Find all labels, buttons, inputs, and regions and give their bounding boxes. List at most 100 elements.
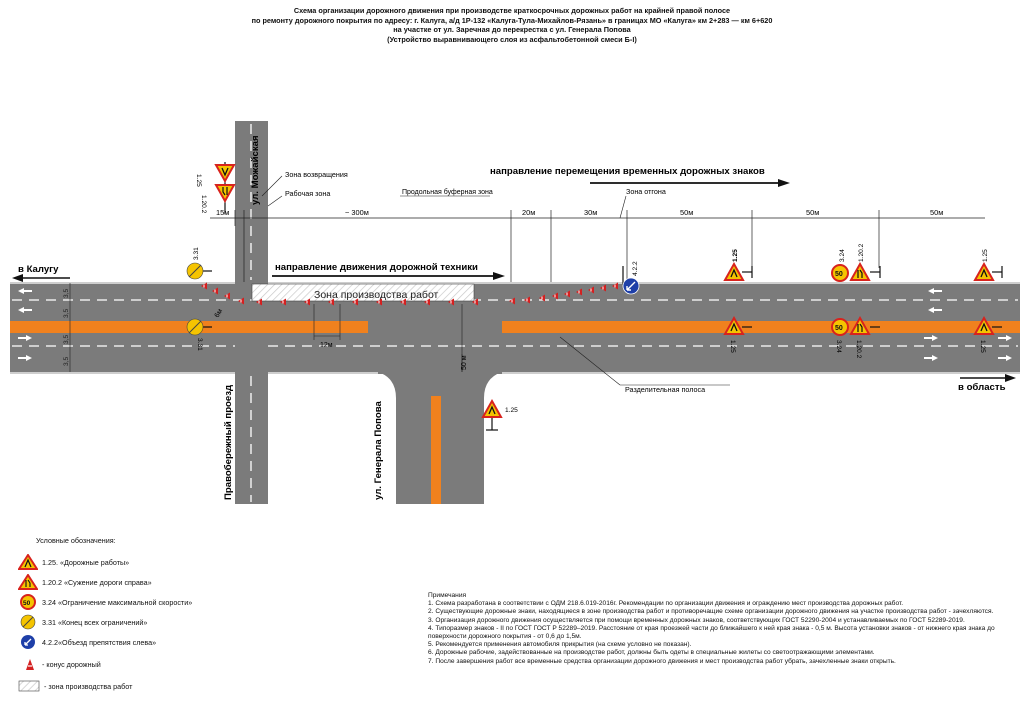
zone-buffer-label: Продольная буферная зона [402, 188, 493, 196]
traffic-cone-icon [539, 294, 545, 302]
sign-3-24-label: 3.24 [839, 249, 846, 262]
road-works-sign-icon [973, 315, 995, 335]
zone-deflect-label: Зона отгона [626, 187, 666, 196]
scheme-title: Схема организации дорожного движения при… [0, 6, 1024, 44]
dim-300m: ~ 300м [345, 208, 369, 217]
dim-50m-2: 50м [806, 208, 819, 217]
arrow-right-icon [778, 179, 790, 187]
svg-text:50: 50 [23, 600, 31, 607]
legend-label: 1.25. «Дорожные работы» [42, 557, 130, 567]
traffic-cone-icon [524, 296, 530, 304]
notes-header: Примечания [428, 592, 467, 599]
speed-limit-sign-icon: 50 [20, 594, 36, 610]
median-sign-group-2: 50 3.24 1.20.2 [831, 315, 880, 359]
traffic-cone-icon [400, 298, 406, 306]
dimension-line [210, 210, 985, 282]
sign-1-20-2-label: 1.20.2 [858, 243, 865, 262]
sign-4-2-2-label: 4.2.2 [632, 261, 639, 276]
sign-3-31-label: 3.31 [193, 247, 200, 260]
road-network [10, 121, 1020, 504]
legend-label: 4.2.2«Объезд препятствия слева» [42, 637, 157, 647]
mozhayskaya-sign-post: 1.25 1.20.2 [195, 162, 236, 214]
upper-sign-group-1: 1.25 [723, 249, 753, 281]
arrow-left-icon [928, 307, 942, 313]
road-works-sign-icon [723, 261, 745, 281]
arrow-right-icon [998, 335, 1012, 341]
mozhayskaya-street-name: ул. Можайская [250, 135, 261, 205]
end-restrictions-sign-icon [186, 262, 204, 280]
arrow-left-icon [18, 288, 32, 294]
legend-item: - конус дорожный [18, 656, 101, 672]
lane-arrows [18, 288, 1012, 361]
dim-50m-3: 50м [930, 208, 943, 217]
traffic-cone-icon [212, 287, 218, 295]
signs-direction-label: направление перемещения временных дорожн… [490, 166, 765, 177]
speed-limit-sign-icon: 50 [831, 318, 849, 336]
legend-item: 4.2.2«Объезд препятствия слева» [18, 634, 156, 650]
sign-3-31-label: 3.31 [196, 338, 203, 351]
arrow-left-icon [928, 288, 942, 294]
road-works-sign-icon [214, 164, 236, 184]
work-zone-area [251, 283, 475, 302]
median-sign-group-1: 1.25 [723, 315, 752, 353]
arrow-right-icon [493, 272, 505, 280]
pass-left-sign: 4.2.2 [622, 261, 640, 295]
upper-sign-group-3: 1.25 [973, 249, 1003, 281]
traffic-cone-icon [576, 288, 582, 296]
road-narrows-right-sign-icon [849, 315, 871, 335]
road-narrows-right-sign-icon [18, 574, 38, 590]
sign-1-25-label: 1.25 [505, 407, 518, 414]
median-label: Разделительная полоса [625, 385, 705, 394]
pass-left-sign-icon [622, 277, 640, 295]
traffic-cone-icon [304, 298, 310, 306]
traffic-cone-icon [376, 298, 382, 306]
dim-50m-1: 50м [680, 208, 693, 217]
arrow-right-icon [1005, 374, 1016, 382]
road-works-sign-icon [481, 398, 503, 418]
traffic-cone-icon [612, 282, 618, 290]
legend-header: Условные обозначения: [36, 536, 116, 545]
cone-line [201, 282, 618, 306]
end-restrictions-sign-median: 3.31 [186, 318, 212, 351]
road-works-sign-icon [18, 554, 38, 570]
note-item: 5. Рекомендуется применения автомобиля п… [428, 641, 692, 649]
arrow-right-icon [18, 335, 32, 341]
arrow-right-icon [924, 355, 938, 361]
traffic-cone-icon [424, 298, 430, 306]
traffic-cone-icon [472, 298, 478, 306]
traffic-cone-icon [256, 298, 262, 306]
dim-30m: 30м [584, 208, 597, 217]
legend-item: 50 3.24 «Ограничение максимальной скорос… [18, 594, 192, 610]
title-line-2: по ремонту дорожного покрытия по адресу:… [251, 15, 773, 25]
sign-1-20-2-label: 1.20.2 [855, 340, 862, 359]
legend-item: - зона производства работ [18, 678, 132, 694]
legend-label: 3.24 «Ограничение максимальной скорости» [42, 597, 193, 607]
sign-1-25-label: 1.25 [979, 340, 986, 353]
traffic-cone-icon [280, 298, 286, 306]
traffic-cone-icon [238, 297, 244, 305]
speed-limit-sign-icon: 50 [831, 264, 849, 282]
road-works-sign-icon [973, 261, 995, 281]
road-narrows-right-sign-icon [214, 184, 236, 204]
road-works-sign-icon [723, 315, 745, 335]
traffic-cone-icon [588, 286, 594, 294]
dim-12m: 12м [320, 342, 333, 349]
traffic-cone-icon [552, 292, 558, 300]
arrow-right-icon [18, 355, 32, 361]
arrow-right-icon [998, 355, 1012, 361]
median-strip-right [502, 321, 1020, 333]
zone-return-label: Зона возвращения [285, 170, 348, 179]
arrow-right-icon [924, 335, 938, 341]
lane-width-label: 3,5 [63, 309, 70, 318]
svg-text:50: 50 [835, 271, 843, 278]
traffic-cone-icon [328, 298, 334, 306]
sign-3-24-label: 3.24 [835, 340, 842, 353]
note-item: 6. Дорожные рабочие, задействованные на … [428, 649, 875, 657]
legend-label: - зона производства работ [44, 681, 133, 691]
title-line-1: Схема организации дорожного движения при… [293, 6, 731, 15]
gen-popova-sign: 1.25 [481, 398, 518, 431]
work-zone-label: Зона производства работ [314, 289, 439, 301]
pravoberezhny-street-name: Правобережный проезд [223, 385, 234, 500]
note-item: 4. Типоразмер знаков - II по ГОСТ ГОСТ Р… [428, 624, 995, 641]
